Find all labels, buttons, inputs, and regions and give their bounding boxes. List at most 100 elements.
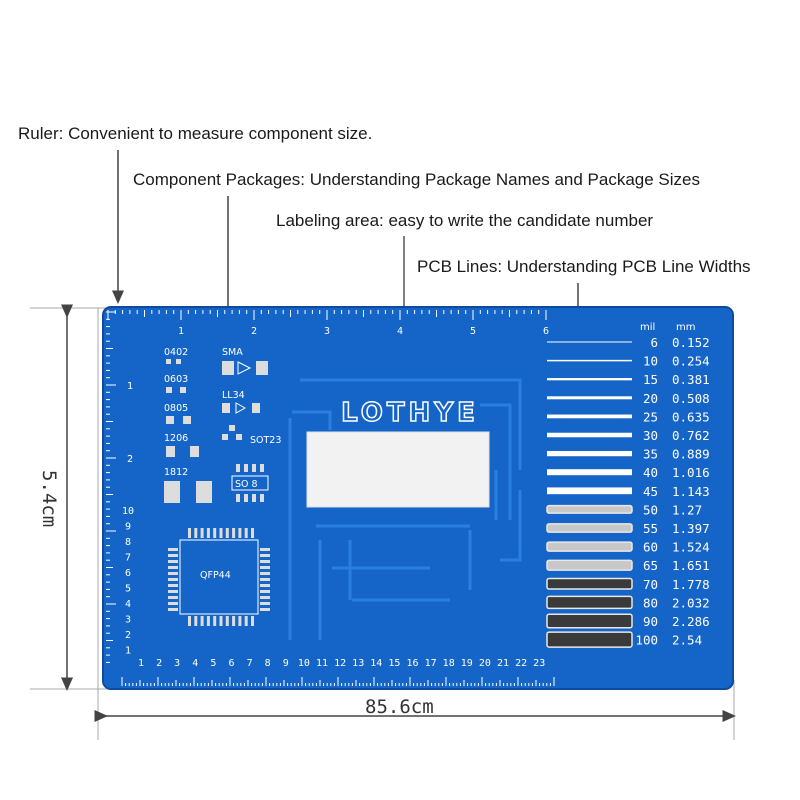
line-sample (546, 613, 633, 629)
line-table-mm: 1.143 (672, 484, 710, 499)
pkg-qfp44-label: QFP44 (200, 570, 231, 581)
ruler-left-mm-label: 1 (125, 646, 131, 657)
line-table-mil: 25 (643, 409, 658, 424)
pcb-trace (300, 378, 522, 470)
line-sample (546, 595, 633, 610)
line-table-mil: 55 (643, 521, 658, 536)
ruler-bottom-label: 7 (247, 658, 253, 669)
pkg-0402-label: 0402 (164, 347, 188, 358)
line-table-mil: 45 (643, 484, 658, 499)
line-table-mil: 20 (643, 391, 658, 406)
line-table-mm: 1.778 (672, 577, 710, 592)
ruler-top-label: 4 (397, 326, 403, 337)
ruler-left-mm-label: 5 (125, 584, 131, 595)
line-sample (546, 541, 633, 552)
line-table-mm: 0.254 (672, 354, 710, 369)
ruler-top-label: 6 (543, 326, 549, 337)
line-table-mil: 10 (643, 354, 658, 369)
ruler-bottom-label: 1 (138, 658, 144, 669)
line-table-mil: 80 (643, 595, 658, 610)
line-table-mil: 40 (643, 465, 658, 480)
line-table-mil: 30 (643, 428, 658, 443)
line-table-mil: 50 (643, 502, 658, 517)
ruler-bottom-label: 21 (497, 658, 509, 669)
ruler-bottom-label: 3 (174, 658, 180, 669)
ruler-bottom-label: 16 (406, 658, 418, 669)
line-table-mil: 70 (643, 577, 658, 592)
line-table-mm: 1.651 (672, 558, 710, 573)
ruler-bottom-label: 13 (352, 658, 364, 669)
ruler-bottom-label: 20 (479, 658, 491, 669)
line-table-mil: 6 (650, 335, 658, 350)
line-sample (547, 414, 632, 419)
ruler-left-mm-label: 7 (125, 553, 131, 564)
line-sample (547, 469, 632, 476)
ruler-top-label: 3 (324, 326, 330, 337)
line-table-mm: 1.397 (672, 521, 710, 536)
line-table-mm: 0.508 (672, 391, 710, 406)
ruler-top-label: 5 (470, 326, 476, 337)
pcb-lines-callout: PCB Lines: Understanding PCB Line Widths (417, 257, 751, 276)
ruler-left-mm-label: 4 (125, 599, 131, 610)
line-sample (547, 359, 632, 362)
ruler-bottom-label: 19 (461, 658, 473, 669)
ruler-bottom-label: 6 (228, 658, 234, 669)
ruler-bottom-label: 8 (265, 658, 271, 669)
ruler-bottom-label: 14 (370, 658, 382, 669)
line-sample (546, 631, 633, 648)
ruler-left-mm-label: 8 (125, 537, 131, 548)
ruler-top-label: 1 (178, 326, 184, 337)
line-sample (546, 523, 633, 533)
ruler-left-label: 1 (127, 381, 133, 392)
line-table-mm: 1.27 (672, 502, 702, 517)
ruler-left-mm-label: 10 (122, 506, 134, 517)
ruler-left-mm-label: 9 (125, 522, 131, 533)
line-sample (546, 559, 633, 571)
ruler-bottom-label: 12 (334, 658, 346, 669)
line-table-mm: 0.381 (672, 372, 710, 387)
pcb-trace (500, 490, 522, 562)
ruler-left-label: 2 (127, 454, 133, 465)
ruler-bottom-label: 9 (283, 658, 289, 669)
line-sample (547, 341, 632, 343)
pkg-0603-label: 0603 (164, 374, 188, 385)
line-table-mil: 65 (643, 558, 658, 573)
line-table-mil: 15 (643, 372, 658, 387)
line-table-mm: 2.286 (672, 614, 710, 629)
pkg-ll34-label: LL34 (222, 390, 245, 401)
line-table-mil: 60 (643, 540, 658, 555)
pkg-sot23-label: SOT23 (250, 435, 281, 446)
pcb-trace (480, 403, 512, 520)
line-table-mm: 0.152 (672, 335, 710, 350)
line-table-mil: 90 (643, 614, 658, 629)
line-table-mm: 1.524 (672, 540, 710, 555)
line-sample (547, 432, 632, 438)
line-sample (546, 577, 633, 590)
ruler-callout: Ruler: Convenient to measure component s… (18, 124, 373, 143)
ruler-bottom-label: 23 (533, 658, 545, 669)
pkg-1812-label: 1812 (164, 467, 188, 478)
line-table-mm: 2.54 (672, 633, 702, 648)
line-table-mm: 0.635 (672, 409, 710, 424)
labeling-callout: Labeling area: easy to write the candida… (276, 211, 654, 230)
ruler-bottom-label: 17 (425, 658, 437, 669)
packages-callout: Component Packages: Understanding Packag… (133, 170, 701, 189)
ruler-left-mm-label: 3 (125, 615, 131, 626)
line-table-mil: 100 (635, 633, 658, 648)
ruler-bottom-label: 11 (316, 658, 328, 669)
line-table-header-mm: mm (676, 322, 695, 333)
ruler-bottom-label: 15 (388, 658, 400, 669)
pkg-1206-label: 1206 (164, 433, 188, 444)
pkg-0805-label: 0805 (164, 403, 188, 414)
ruler-top-label: 2 (251, 326, 257, 337)
ruler-bottom-label: 22 (515, 658, 527, 669)
pcb-trace (292, 410, 332, 430)
line-sample (547, 450, 632, 457)
ruler-bottom-label: 18 (443, 658, 455, 669)
line-sample (547, 487, 632, 495)
ruler-bottom-label: 2 (156, 658, 162, 669)
